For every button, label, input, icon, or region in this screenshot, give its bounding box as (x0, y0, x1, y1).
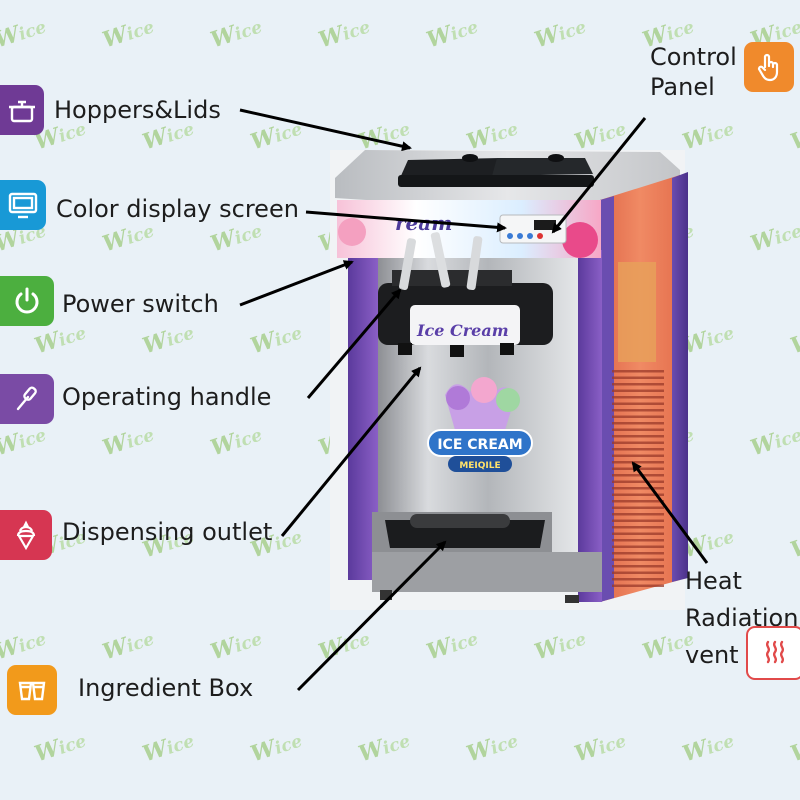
monitor-icon (0, 180, 46, 230)
label-heat-radiation-vent: Heat Radiation vent (685, 567, 799, 670)
softserve-icon (0, 510, 52, 560)
label-hoppers-lids: Hoppers&Lids (54, 96, 221, 124)
vent-slot (612, 500, 664, 503)
vent-slot (612, 389, 664, 392)
vent-slot (612, 422, 664, 425)
arrow-ingredient-box (296, 540, 447, 692)
vent-slot (612, 571, 664, 574)
arrow-dispensing-outlet (280, 366, 422, 537)
vent-slot (612, 552, 664, 555)
label-dispensing-outlet: Dispensing outlet (62, 518, 273, 546)
vent-slot (612, 370, 664, 373)
logo-text: ICE CREAM (437, 437, 522, 453)
vent-slot (612, 493, 664, 496)
vent-slot (612, 454, 664, 457)
vent-slot (612, 565, 664, 568)
handle-icon (0, 374, 54, 424)
vent-slot (612, 584, 664, 587)
vent-slot (612, 506, 664, 509)
vent-slot (612, 474, 664, 477)
vent-slot (612, 376, 664, 379)
cups-icon (7, 665, 57, 715)
label-operating-handle: Operating handle (62, 383, 272, 411)
vent-slot (612, 402, 664, 405)
vent-slot (612, 578, 664, 581)
vent-slot (612, 526, 664, 529)
vent-slot (612, 558, 664, 561)
arrow-operating-handle (306, 288, 402, 399)
arrow-power-switch (239, 260, 354, 307)
vent-slot (612, 383, 664, 386)
label-color-display-screen: Color display screen (56, 195, 299, 223)
vent-slot (612, 409, 664, 412)
arrow-heat-radiation-vent (631, 461, 709, 564)
vent-slot (612, 487, 664, 490)
arrow-hoppers-lids (239, 108, 412, 152)
label-control-panel: Control Panel (650, 43, 737, 101)
vent-slot (612, 396, 664, 399)
vent-slot (612, 415, 664, 418)
vent-slot (612, 519, 664, 522)
vent-slot (612, 545, 664, 548)
vent-slot (612, 539, 664, 542)
vent-slot (612, 441, 664, 444)
head-decal-text: Ice Cream (416, 321, 509, 340)
heat-icon (746, 626, 800, 680)
vent-slot (612, 480, 664, 483)
label-ingredient-box: Ingredient Box (78, 674, 254, 702)
touch-icon (744, 42, 794, 92)
vent-slot (612, 428, 664, 431)
arrow-color-display-screen (305, 210, 507, 233)
vent-slot (612, 435, 664, 438)
label-power-switch: Power switch (62, 290, 219, 318)
vent-slot (612, 532, 664, 535)
power-icon (0, 276, 54, 326)
pot-icon (0, 85, 44, 135)
vent-slot (612, 513, 664, 516)
arrow-control-panel (551, 117, 647, 234)
vent-slot (612, 448, 664, 451)
logo-subtext: MEIQILE (459, 461, 500, 471)
